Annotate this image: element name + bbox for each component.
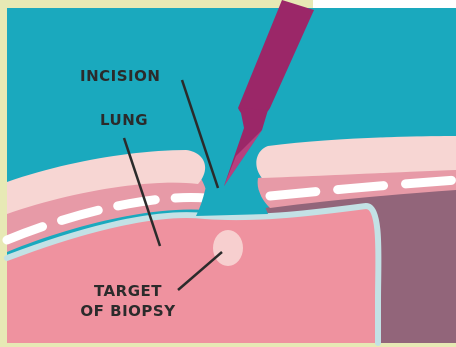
target-label-line1: TARGET <box>94 282 162 300</box>
target-label-line2: OF BIOPSY <box>80 302 176 320</box>
incision-label: INCISION <box>80 67 160 85</box>
lung-label: LUNG <box>100 111 148 129</box>
frame-corner <box>313 0 456 8</box>
biopsy-target <box>213 230 243 266</box>
